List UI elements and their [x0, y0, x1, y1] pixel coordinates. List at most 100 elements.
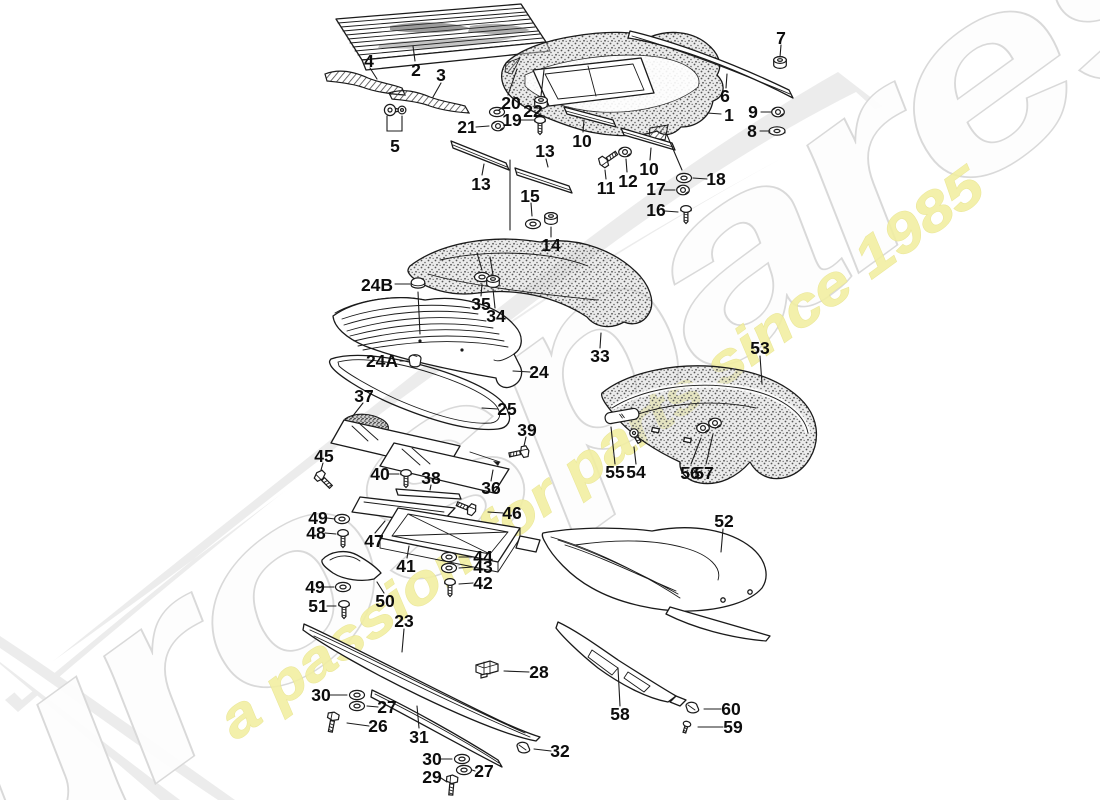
part-label-19: 19: [502, 110, 522, 130]
label-leader-line: [540, 106, 543, 110]
label-leader-line: [545, 158, 549, 168]
part-label-38: 38: [421, 468, 441, 488]
part-label-2: 2: [411, 60, 421, 80]
label-leader-line: [490, 469, 494, 482]
part-label-33: 33: [590, 346, 610, 366]
part-23-seal-strip: [302, 623, 541, 742]
hardware-locknut-icon: [771, 106, 785, 118]
hardware-plugsm-icon: [397, 105, 407, 115]
part-label-58: 58: [610, 704, 630, 724]
part-label-24: 24: [529, 362, 549, 382]
part-label-5: 5: [390, 136, 400, 156]
label-leader-line: [604, 169, 607, 180]
label-leader-line: [625, 158, 628, 173]
hardware-flatnut-icon: [768, 126, 786, 136]
hardware-washer-icon: [524, 218, 542, 230]
part-label-23: 23: [394, 611, 414, 631]
part-label-10: 10: [639, 159, 659, 179]
label-leader-line: [664, 210, 679, 213]
label-leader-line: [480, 283, 483, 297]
label-leader-line: [416, 705, 420, 729]
part-label-48: 48: [306, 523, 326, 543]
label-leader-line: [458, 566, 474, 569]
guide-line: [540, 69, 545, 97]
label-leader-line: [406, 545, 410, 559]
label-leader-line: [533, 748, 552, 752]
label-leader-line: [351, 402, 364, 418]
part-label-18: 18: [706, 169, 726, 189]
part-13-sealing-strips: [450, 140, 573, 194]
part-label-43: 43: [473, 557, 493, 577]
label-leader-line: [432, 82, 442, 98]
label-leader-line: [401, 628, 405, 653]
part-label-29: 29: [422, 767, 442, 787]
label-leader-line: [610, 426, 616, 465]
part-label-40: 40: [370, 464, 390, 484]
part-label-41: 41: [396, 556, 416, 576]
hardware-nutcyl-icon: [773, 55, 787, 70]
part-label-30: 30: [311, 685, 331, 705]
hardware-washer-icon: [348, 689, 366, 701]
label-leader-line: [779, 44, 782, 58]
hardware-cap2-icon: [408, 354, 422, 368]
label-leader-line: [649, 147, 652, 161]
part-label-59: 59: [723, 717, 743, 737]
label-leader-line: [369, 67, 378, 80]
leader-guides: [386, 68, 683, 335]
part-label-16: 16: [646, 200, 666, 220]
label-leader-line: [374, 520, 386, 534]
label-leader-line: [530, 202, 533, 217]
part-label-56: 56: [680, 463, 700, 483]
part-label-50: 50: [375, 591, 395, 611]
part-52-rear-lid-outline: [541, 527, 771, 642]
part-label-42: 42: [473, 573, 493, 593]
label-leader-line: [346, 722, 370, 727]
label-leader-line: [458, 582, 474, 585]
hardware-wedge-icon: [685, 701, 700, 714]
part-label-4: 4: [364, 51, 374, 71]
guide-line: [476, 252, 483, 271]
hardware-washer-icon: [453, 753, 471, 765]
part-label-24A: 24A: [366, 351, 398, 371]
guide-line: [666, 134, 683, 171]
hardware-locknut-icon: [676, 184, 690, 196]
guide-line: [489, 256, 494, 276]
part-label-35: 35: [471, 294, 491, 314]
part-33-spoiler-frame: [407, 238, 653, 328]
label-leader-line: [324, 532, 337, 535]
hardware-washer-icon: [440, 562, 458, 574]
label-leader-line: [705, 433, 714, 465]
label-leader-line: [523, 436, 527, 447]
part-label-6: 6: [720, 86, 730, 106]
part-label-17: 17: [646, 179, 665, 199]
part-label-13: 13: [471, 174, 491, 194]
part-10-sealing-strips: [563, 106, 676, 151]
label-leader-line: [633, 446, 637, 465]
label-leader-line: [498, 106, 504, 111]
part-label-47: 47: [364, 531, 383, 551]
label-leader-line: [492, 288, 496, 309]
part-label-27: 27: [474, 761, 493, 781]
part-label-55: 55: [605, 462, 625, 482]
part-label-49: 49: [308, 508, 328, 528]
watermark-swoosh: [0, 72, 882, 800]
label-leader-line: [376, 581, 385, 594]
label-leader-line: [725, 73, 728, 89]
label-leader-line: [412, 45, 416, 62]
part-label-49: 49: [305, 577, 325, 597]
part-label-11: 11: [597, 178, 616, 198]
hardware-washer-icon: [440, 551, 458, 563]
part-1-rear-lid: [500, 31, 724, 141]
part-label-9: 9: [748, 102, 758, 122]
label-leader-line: [692, 177, 708, 180]
part-24-grille-lid: [332, 297, 523, 389]
part-label-52: 52: [714, 511, 734, 531]
part-38-support-strip: [395, 488, 462, 500]
label-leader-line: [429, 484, 432, 491]
part-label-21: 21: [457, 117, 477, 137]
part-label-28: 28: [529, 662, 549, 682]
label-leader-line: [481, 163, 485, 176]
part-36-foam-panels: [330, 419, 510, 494]
part-label-60: 60: [721, 699, 741, 719]
